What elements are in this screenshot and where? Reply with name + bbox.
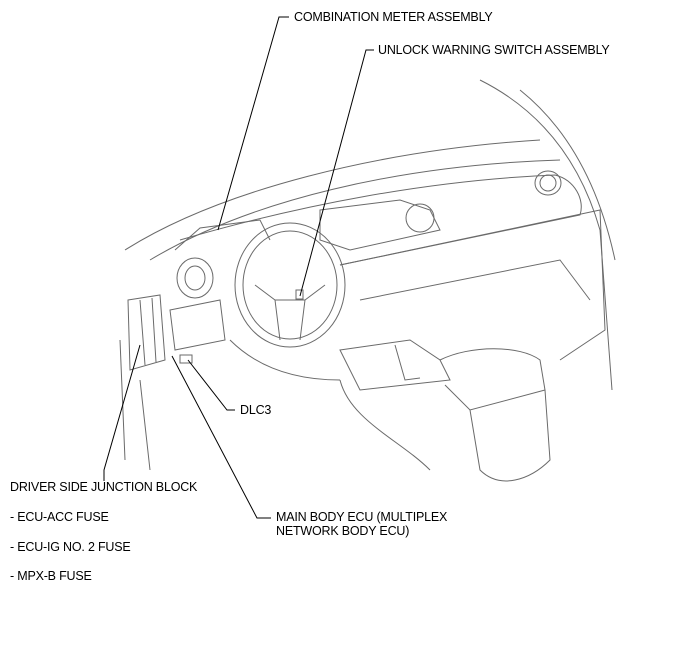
- label-fuse-ecu-acc: - ECU-ACC FUSE: [10, 510, 109, 524]
- leader-unlock-warning: [299, 49, 374, 297]
- label-fuse-ecu-ig: - ECU-IG NO. 2 FUSE: [10, 540, 131, 554]
- label-main-body-ecu-2: NETWORK BODY ECU): [276, 524, 410, 538]
- label-dlc3: DLC3: [240, 403, 272, 417]
- leader-junction-block: [103, 344, 141, 481]
- label-combination-meter: COMBINATION METER ASSEMBLY: [294, 10, 493, 24]
- leader-combination-meter: [217, 16, 289, 231]
- label-unlock-warning-switch: UNLOCK WARNING SWITCH ASSEMBLY: [378, 43, 610, 57]
- label-junction-block: DRIVER SIDE JUNCTION BLOCK: [10, 480, 198, 494]
- label-fuse-mpx-b: - MPX-B FUSE: [10, 569, 92, 583]
- leader-dlc3: [187, 359, 235, 411]
- label-main-body-ecu-1: MAIN BODY ECU (MULTIPLEX: [276, 510, 448, 524]
- dashboard-drawing: [119, 79, 616, 482]
- leader-main-body-ecu: [171, 355, 271, 519]
